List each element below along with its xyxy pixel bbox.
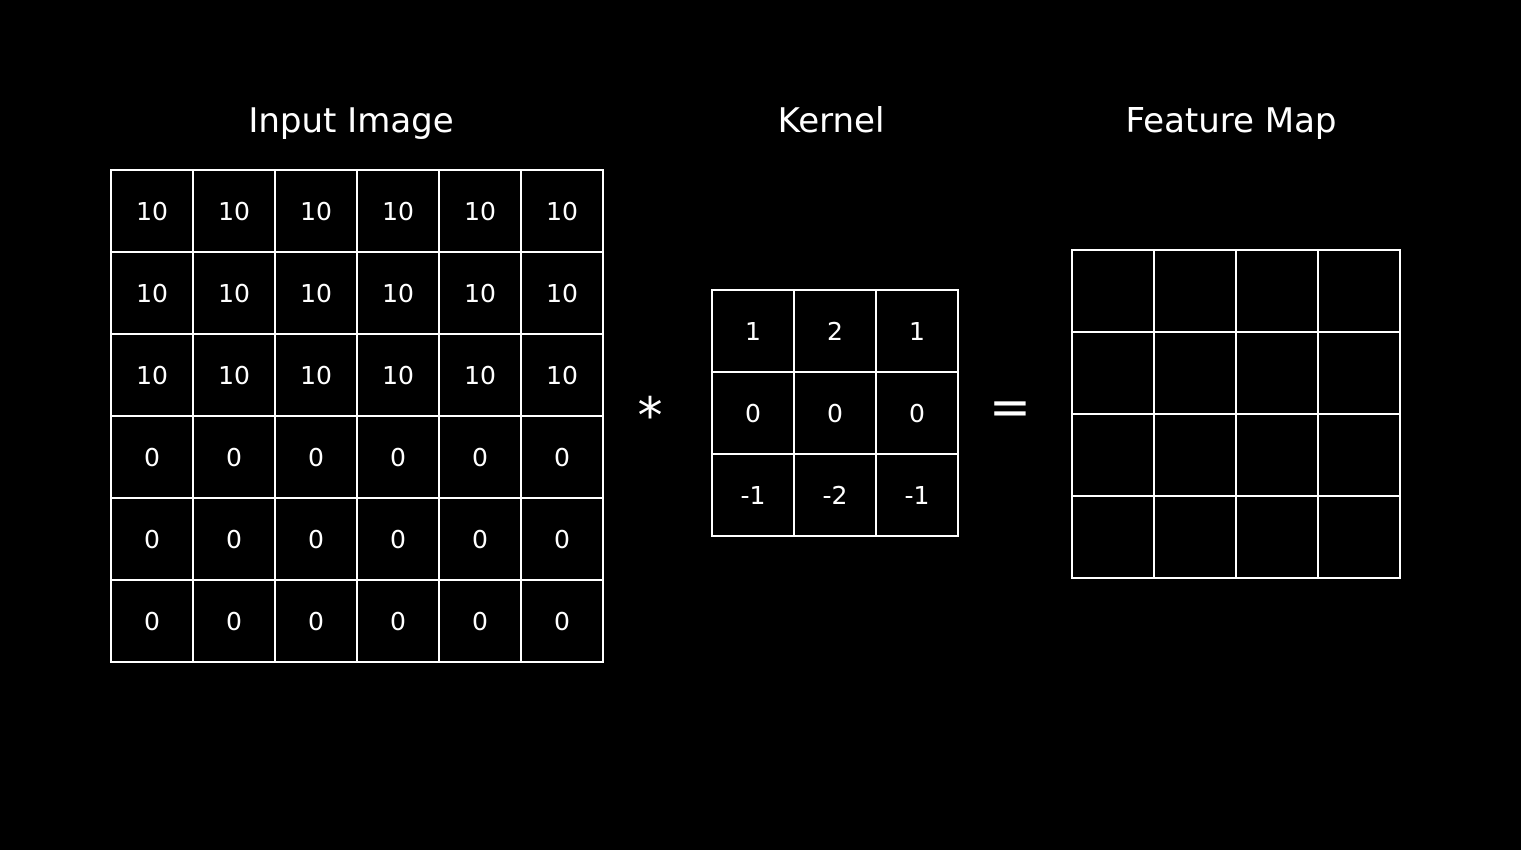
feature-map-cell (1317, 331, 1401, 415)
kernel-title: Kernel (777, 101, 885, 141)
input-image-title: Input Image (248, 101, 454, 141)
input-image-cell: 10 (438, 333, 522, 417)
input-image-cell: 10 (520, 333, 604, 417)
feature-map-cell (1317, 249, 1401, 333)
input-image-cell: 0 (110, 579, 194, 663)
feature-map-cell (1317, 413, 1401, 497)
feature-map-cell (1071, 413, 1155, 497)
input-image-cell: 0 (356, 579, 440, 663)
input-image-cell: 0 (520, 579, 604, 663)
input-image-cell: 10 (192, 169, 276, 253)
kernel-cell: 1 (875, 289, 959, 373)
input-image-cell: 10 (438, 169, 522, 253)
input-image-cell: 0 (274, 579, 358, 663)
kernel-cell: 1 (711, 289, 795, 373)
feature-map-cell (1317, 495, 1401, 579)
feature-map-cell (1071, 331, 1155, 415)
feature-map-cell (1153, 413, 1237, 497)
input-image-cell: 0 (192, 497, 276, 581)
input-image-cell: 0 (438, 497, 522, 581)
feature-map-cell (1071, 249, 1155, 333)
input-image-cell: 0 (274, 415, 358, 499)
feature-map-cell (1235, 495, 1319, 579)
input-image-cell: 10 (192, 251, 276, 335)
kernel-cell-row: -1-2-1 (711, 453, 959, 537)
input-image-cell: 0 (356, 415, 440, 499)
input-image-cell: 10 (356, 333, 440, 417)
feature-map-cell (1153, 331, 1237, 415)
input-image-cell: 0 (520, 497, 604, 581)
input-image-cell: 10 (274, 333, 358, 417)
input-image-cell: 0 (110, 497, 194, 581)
convolution-operator: * (637, 387, 663, 445)
feature-map-cell (1235, 331, 1319, 415)
input-image-cell: 10 (520, 169, 604, 253)
input-image-cell: 0 (274, 497, 358, 581)
input-image-cell: 10 (274, 169, 358, 253)
feature-map-cell-row (1071, 331, 1401, 415)
equals-operator: = (989, 378, 1031, 436)
input-image-cell: 10 (356, 251, 440, 335)
feature-map-cell-row (1071, 249, 1401, 333)
kernel-cell: 0 (711, 371, 795, 455)
kernel-cell: 0 (793, 371, 877, 455)
kernel-cell: 0 (875, 371, 959, 455)
input-image-cell: 0 (110, 415, 194, 499)
input-image-cell: 0 (356, 497, 440, 581)
input-image-cell: 10 (438, 251, 522, 335)
input-image-cell: 0 (438, 415, 522, 499)
input-image-cell: 0 (520, 415, 604, 499)
feature-map-title: Feature Map (1125, 101, 1337, 141)
kernel-cell: -1 (875, 453, 959, 537)
input-image-cell: 10 (110, 169, 194, 253)
feature-map-cell (1235, 249, 1319, 333)
feature-map-grid (1071, 249, 1401, 579)
input-image-cell: 0 (192, 415, 276, 499)
kernel-cell: -1 (711, 453, 795, 537)
feature-map-cell (1153, 249, 1237, 333)
input-image-cell: 10 (110, 333, 194, 417)
input-image-cell: 10 (110, 251, 194, 335)
input-image-cell: 10 (192, 333, 276, 417)
input-image-cell: 0 (192, 579, 276, 663)
kernel-cell: -2 (793, 453, 877, 537)
input-image-cell: 10 (356, 169, 440, 253)
feature-map-cell-row (1071, 413, 1401, 497)
input-image-cell: 10 (520, 251, 604, 335)
input-image-cell: 0 (438, 579, 522, 663)
kernel-cell: 2 (793, 289, 877, 373)
feature-map-cell-row (1071, 495, 1401, 579)
feature-map-cell (1235, 413, 1319, 497)
input-image-cell: 10 (274, 251, 358, 335)
feature-map-cell (1071, 495, 1155, 579)
feature-map-cell (1153, 495, 1237, 579)
